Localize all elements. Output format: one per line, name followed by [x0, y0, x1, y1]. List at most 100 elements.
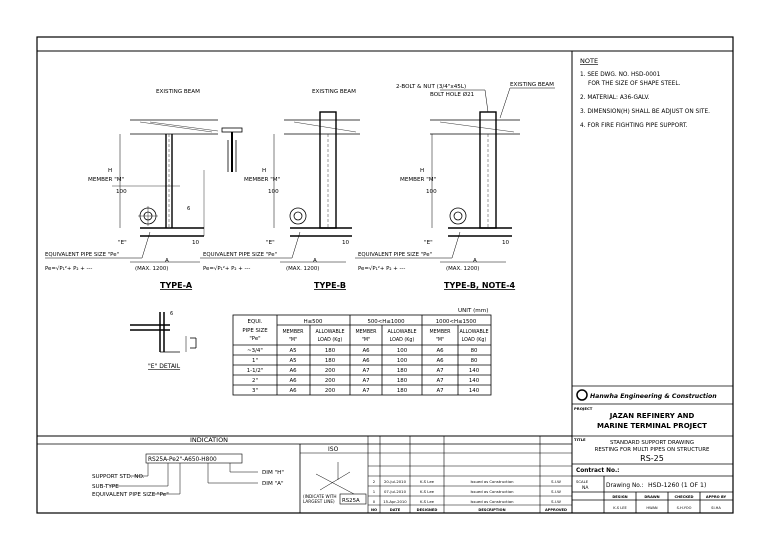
type-a-detail [45, 119, 243, 263]
note4-max: (MAX. 1200) [446, 266, 479, 272]
revision-cell-r0c0: 2 [373, 479, 376, 484]
type-a-title: TYPE-A [160, 281, 193, 290]
load-table-col-head: ALLOWABLE [388, 329, 417, 335]
note4-dim-e: "E" [424, 240, 433, 246]
revision-cell-r2c3: Issued as Construction [470, 499, 514, 504]
title-block-head-1: DRAWN [644, 495, 659, 499]
load-table-cell-r0c6: 80 [471, 348, 478, 354]
type-b-dim-100: 100 [268, 189, 279, 195]
revision-cell-r1c0: 1 [373, 489, 376, 494]
type-b-dim-10: 10 [342, 240, 350, 246]
load-table-cell-r1c6: 80 [471, 358, 478, 364]
indication-dim-a: DIM "A" [262, 481, 284, 487]
load-table-cell-r4c6: 140 [469, 388, 480, 394]
load-table-pipe-size: PIPE SIZE [242, 328, 268, 334]
indication-support-std: SUPPORT STD. NO. [92, 474, 145, 480]
load-table-cell-r0c0: ~3/4" [247, 348, 263, 354]
note4-dim-100: 100 [426, 189, 437, 195]
title-label: TITLE [574, 437, 586, 442]
type-b-dim-a: A [313, 258, 317, 264]
load-table-cell-r3c1: A6 [289, 378, 297, 384]
type-a-dim-e: "E" [118, 240, 127, 246]
load-table-col-head: MEMBER [283, 329, 305, 335]
drawing-number: HSD-1260 (1 OF 1) [648, 482, 706, 489]
load-table-cell-r2c5: A7 [436, 368, 443, 374]
load-table-col-head-sub: LOAD (Kg) [390, 337, 415, 343]
load-table-cell-r3c5: A7 [436, 378, 443, 384]
load-table-col-head: ALLOWABLE [460, 329, 489, 335]
type-a-existing-beam: EXISTING BEAM [156, 89, 200, 95]
load-table-cell-r3c6: 140 [469, 378, 480, 384]
revision-cell-r1c4: S.I.W [551, 489, 561, 494]
load-table-col-head: ALLOWABLE [316, 329, 345, 335]
load-table-cell-r1c2: 180 [325, 358, 336, 364]
type-b-equiv: EQUIVALENT PIPE SIZE "Pe" [203, 252, 277, 258]
load-table-equi: EQUI. [248, 319, 263, 325]
type-b-dim-h: H [262, 168, 266, 174]
note4-dim-h: H [420, 168, 424, 174]
type-a-member: MEMBER "M" [88, 177, 125, 183]
drawing-label: Drawing No.: [606, 483, 644, 489]
revision-cell-r2c0: 0 [373, 499, 376, 504]
load-table-cell-r2c3: A7 [362, 368, 369, 374]
type-a-formula: Pe=√P₁²+ P₂ + --- [45, 265, 92, 272]
load-table-cell-r4c2: 200 [325, 388, 336, 394]
revision-header-3: DESCRIPTION [478, 508, 505, 512]
load-table-cell-r4c3: A7 [362, 388, 369, 394]
title-block-val-3: SI.HA [711, 506, 721, 510]
note4-formula: Pe=√P₁²+ P₂ + --- [358, 265, 405, 272]
load-table-cell-r4c1: A6 [289, 388, 297, 394]
revision-cell-r0c4: S.I.W [551, 479, 561, 484]
revision-cell-r1c1: 07-Jul-2010 [384, 489, 407, 494]
note-1a: 1. SEE DWG. NO. HSD-0001 [580, 72, 661, 78]
title-block-val-0: K.S LEE [613, 506, 627, 510]
type-a-max: (MAX. 1200) [135, 266, 168, 272]
notes-block: NOTE 1. SEE DWG. NO. HSD-0001 FOR THE SI… [580, 57, 710, 129]
type-b-formula: Pe=√P₁²+ P₂ + --- [203, 265, 250, 272]
load-table-cell-r2c4: 180 [397, 368, 408, 374]
e-detail-dim-6: 6 [170, 311, 173, 317]
title-code: RS-25 [640, 454, 664, 463]
load-table-cell-r1c1: A5 [289, 358, 296, 364]
note-4: 4. FOR FIRE FIGHTING PIPE SUPPORT. [580, 123, 688, 129]
load-table-cell-r4c4: 180 [397, 388, 408, 394]
load-table-cell-r0c2: 180 [325, 348, 336, 354]
e-detail-drawing [130, 312, 197, 353]
load-table-col-head-sub: LOAD (Kg) [462, 337, 487, 343]
revision-cell-r2c4: S.I.W [551, 499, 561, 504]
load-table-cell-r1c4: 100 [397, 358, 408, 364]
load-table-col-head-sub: "M" [289, 337, 298, 343]
title-block-val-1: HWAN [646, 506, 658, 510]
note4-bolt-hole: BOLT HOLE Ø21 [430, 91, 475, 98]
load-table-unit: UNIT (mm) [458, 308, 488, 314]
type-b-existing-beam: EXISTING BEAM [312, 89, 356, 95]
indication-equiv: EQUIVALENT PIPE SIZE "Pe" [92, 492, 169, 498]
type-a-dim-a: A [165, 258, 169, 264]
indication-sub-type: SUB-TYPE [92, 484, 119, 490]
load-table-cell-r3c2: 200 [325, 378, 336, 384]
type-b-note4-title: TYPE-B, NOTE-4 [444, 281, 516, 290]
load-table-cell-r3c0: 2" [252, 378, 258, 384]
note4-bolt-nut: 2-BOLT & NUT (3/4"x45L) [396, 84, 466, 90]
note-2: 2. MATERIAL: A36-GALV. [580, 95, 650, 101]
revision-cell-r2c1: 15-Apr-2010 [383, 499, 407, 504]
type-b-note4-detail [355, 87, 555, 263]
load-table-cell-r4c5: A7 [436, 388, 443, 394]
company-name: Hanwha Engineering & Construction [590, 392, 717, 400]
indication-block: INDICATION RS25A-Pe2"-A650-H800 SUPPORT … [37, 436, 572, 513]
type-a-dim-6: 6 [187, 206, 190, 212]
indication-dim-h: DIM "H" [262, 470, 284, 476]
note4-equiv: EQUIVALENT PIPE SIZE "Pe" [358, 252, 432, 258]
title-block-head-2: CHECKED [675, 495, 694, 499]
load-table-cell-r1c0: 1" [252, 358, 258, 364]
note4-dim-10: 10 [502, 240, 510, 246]
scale-label: SCALE [576, 479, 589, 484]
type-b-dim-e: "E" [266, 240, 275, 246]
revision-cell-r0c2: K.S Lee [420, 479, 435, 484]
load-table-cell-r1c5: A6 [436, 358, 444, 364]
